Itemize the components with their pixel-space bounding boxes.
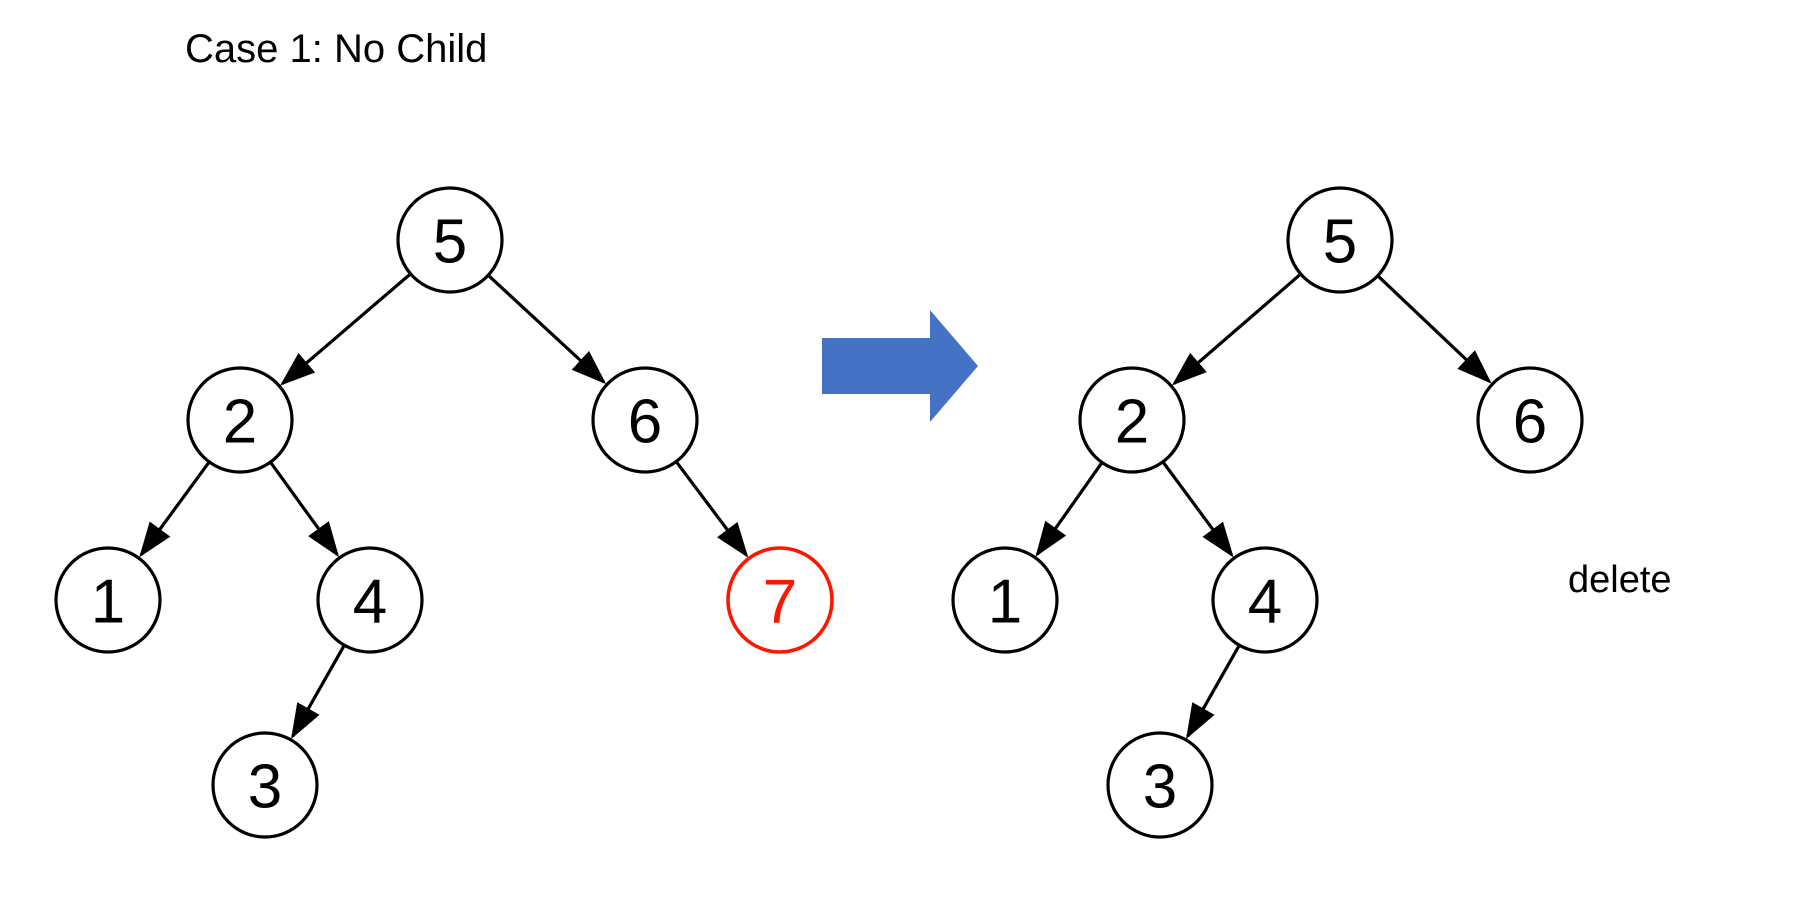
- tree-after-nodes: 5 2 6 1 4 3: [951, 186, 1584, 839]
- tree-node[interactable]: 2: [186, 366, 294, 474]
- tree-node-label: 2: [223, 388, 257, 457]
- tree-after-edges: [1035, 273, 1492, 740]
- tree-node-circle: [951, 546, 1059, 654]
- tree-node-circle: [1286, 186, 1394, 294]
- tree-node-label: 3: [1143, 753, 1177, 822]
- tree-node-circle: [1211, 546, 1319, 654]
- tree-node-circle: [211, 731, 319, 839]
- tree-node-label: 1: [91, 568, 125, 637]
- tree-node[interactable]: 3: [211, 731, 319, 839]
- tree-node-label: 7: [763, 568, 797, 637]
- tree-edge: [1171, 273, 1301, 386]
- tree-node[interactable]: 4: [1211, 546, 1319, 654]
- tree-edge: [1162, 461, 1234, 558]
- tree-node-circle: [186, 366, 294, 474]
- tree-node[interactable]: 6: [591, 366, 699, 474]
- tree-node[interactable]: 7: [726, 546, 834, 654]
- tree-node[interactable]: 4: [316, 546, 424, 654]
- tree-node[interactable]: 5: [396, 186, 504, 294]
- tree-before-nodes: 5 2 6 1 4 3 7: [54, 186, 834, 839]
- tree-before-edges: [139, 273, 749, 740]
- tree-edge: [1377, 275, 1492, 384]
- tree-node-circle: [1476, 366, 1584, 474]
- tree-node-label: 6: [628, 388, 662, 457]
- tree-node[interactable]: 2: [1078, 366, 1186, 474]
- tree-node-circle: [396, 186, 504, 294]
- tree-node[interactable]: 1: [951, 546, 1059, 654]
- tree-node[interactable]: 5: [1286, 186, 1394, 294]
- tree-edge: [1186, 645, 1241, 740]
- tree-edge: [280, 273, 411, 386]
- tree-node-label: 2: [1115, 388, 1149, 457]
- tree-edge: [487, 274, 607, 385]
- tree-edge: [675, 461, 749, 558]
- tree-node-label: 1: [988, 568, 1022, 637]
- tree-node[interactable]: 6: [1476, 366, 1584, 474]
- tree-node[interactable]: 1: [54, 546, 162, 654]
- delete-annotation-label: delete: [1568, 559, 1672, 601]
- tree-node-label: 6: [1513, 388, 1547, 457]
- tree-node-circle-highlighted: [726, 546, 834, 654]
- tree-node-circle: [54, 546, 162, 654]
- tree-node-label: 4: [1248, 568, 1282, 637]
- tree-node-label: 5: [433, 208, 467, 277]
- tree-node-circle: [591, 366, 699, 474]
- tree-node-label: 3: [248, 753, 282, 822]
- page-title: Case 1: No Child: [185, 27, 488, 71]
- tree-node-circle: [1106, 731, 1214, 839]
- tree-node-label: 5: [1323, 208, 1357, 277]
- tree-node[interactable]: 3: [1106, 731, 1214, 839]
- tree-edge: [139, 461, 210, 558]
- tree-node-circle: [316, 546, 424, 654]
- transition-arrow: [822, 310, 978, 422]
- tree-edge: [269, 462, 340, 558]
- tree-node-label: 4: [353, 568, 387, 637]
- tree-node-circle: [1078, 366, 1186, 474]
- tree-edge: [291, 645, 346, 740]
- transition-arrow-shape: [822, 310, 978, 422]
- tree-edge: [1035, 462, 1103, 557]
